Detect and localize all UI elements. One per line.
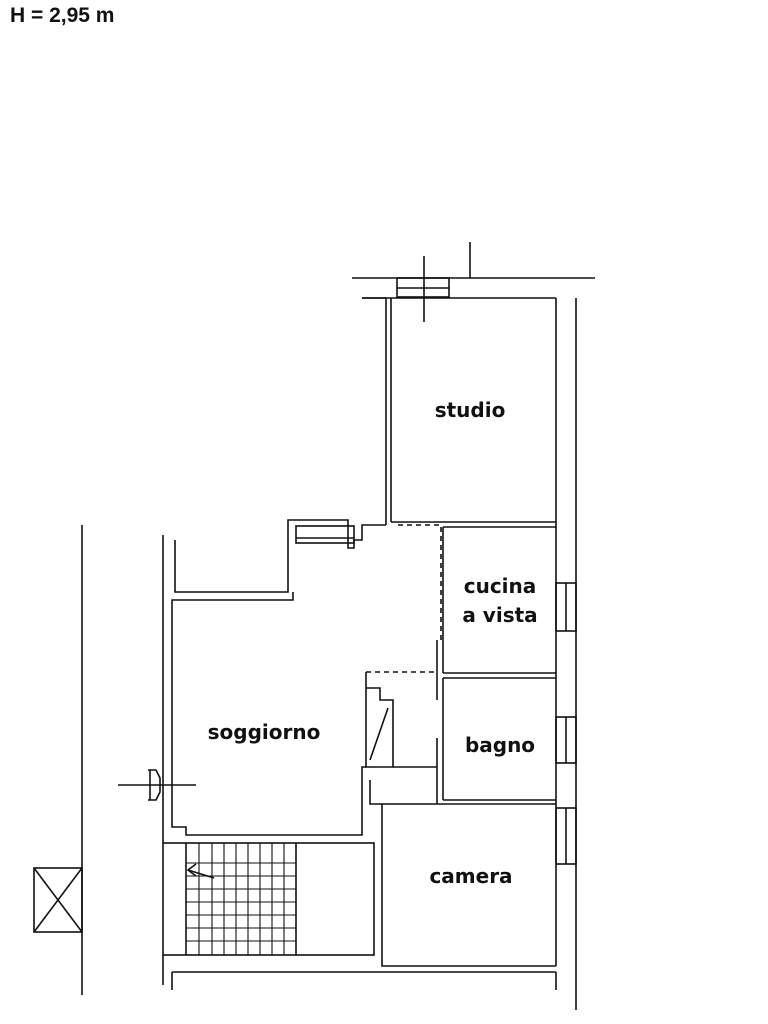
studio-walls [362, 297, 556, 525]
kitchen-open-boundary [366, 524, 442, 673]
right-window-bagno [555, 716, 577, 764]
kitchen-bagno-walls [436, 526, 556, 805]
shaft-box [33, 867, 83, 933]
top-boundary-wall [352, 242, 595, 322]
room-label-studio: studio [435, 398, 506, 422]
camera-walls [369, 780, 556, 967]
right-window-cucina [555, 582, 577, 632]
stair-treads [186, 843, 296, 955]
ceiling-height-label: H = 2,95 m [10, 4, 115, 27]
room-label-soggiorno: soggiorno [208, 720, 321, 744]
right-exterior-wall [555, 298, 577, 1010]
staircase [162, 842, 375, 985]
room-label-camera: camera [429, 864, 512, 888]
central-niche [365, 672, 437, 768]
entrance-marker [118, 769, 196, 801]
room-label-cucina-line1: cucina [464, 574, 537, 598]
right-window-camera [555, 807, 577, 865]
bottom-walls [171, 971, 557, 990]
room-label-cucina-line2: a vista [462, 603, 537, 627]
soggiorno-walls [162, 519, 386, 843]
stair-direction-arrow [186, 863, 215, 879]
room-label-bagno: bagno [465, 733, 535, 757]
